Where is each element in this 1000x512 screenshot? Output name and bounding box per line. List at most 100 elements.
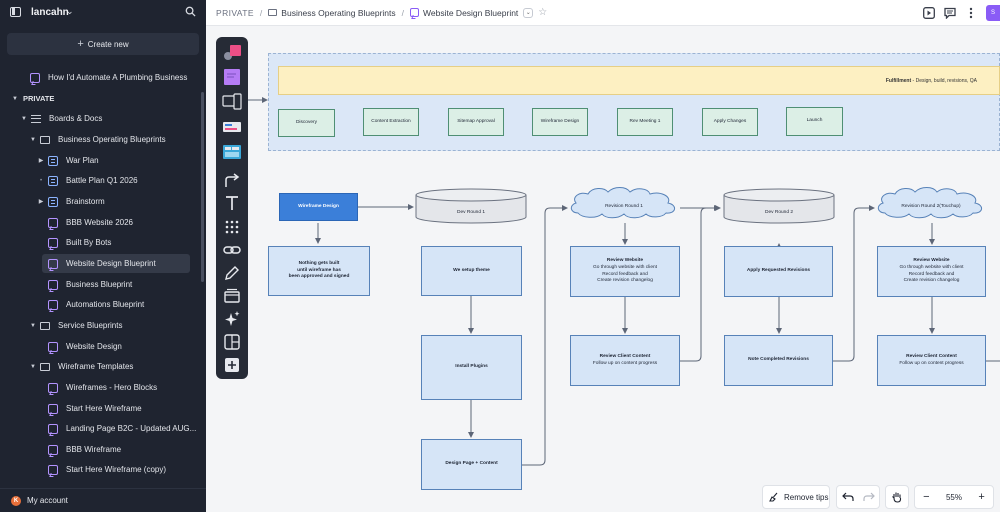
zoom-in-button[interactable]: +	[978, 491, 985, 503]
sidebar-item-built-by-bots[interactable]: Built By Bots	[48, 234, 111, 251]
sidebar-item-boards-docs[interactable]: ▼ Boards & Docs	[20, 110, 102, 127]
present-icon[interactable]	[923, 7, 935, 19]
phase-content-extraction[interactable]: Content Extraction	[363, 108, 419, 136]
comment-icon[interactable]	[944, 7, 956, 19]
node-label: Apply Changes	[713, 118, 747, 124]
sidebar-item-business-operating-blueprints[interactable]: ▼ Business Operating Blueprints	[29, 131, 166, 148]
sidebar-item-bbb-wireframe[interactable]: BBB Wireframe	[48, 441, 121, 458]
redo-icon[interactable]	[862, 492, 875, 502]
zoom-level[interactable]: 55%	[945, 492, 962, 502]
board-icon	[48, 423, 58, 434]
phase-wireframe-design[interactable]: Wireframe Design	[532, 108, 588, 136]
frame-icon[interactable]	[222, 287, 242, 305]
node-label: Wireframe Design	[540, 118, 580, 124]
sidebar-item-service-blueprints[interactable]: ▼ Service Blueprints	[29, 317, 122, 334]
sidebar-item-automations-blueprint[interactable]: Automations Blueprint	[48, 296, 144, 313]
node-line: Record feedback and	[908, 271, 955, 277]
caret-down-icon: ▼	[30, 136, 36, 143]
node-line: Go through website with client	[899, 264, 964, 270]
connector-arrow-icon[interactable]	[222, 171, 242, 189]
add-more-icon[interactable]	[222, 356, 242, 374]
chevron-down-icon[interactable]: ⌄	[523, 7, 534, 18]
device-frames-icon[interactable]	[222, 93, 242, 111]
sidebar-item-start-here-wireframe[interactable]: Start Here Wireframe	[48, 400, 142, 417]
sidebar-item-business-blueprint[interactable]: Business Blueprint	[48, 276, 132, 293]
account-button[interactable]: K My account	[0, 488, 206, 512]
node-we-setup-theme[interactable]: We setup theme	[421, 246, 522, 296]
whiteboard-canvas[interactable]: Fulfillment - Design, build, revisions, …	[206, 27, 1000, 512]
grid-dots-icon[interactable]	[222, 218, 242, 236]
node-dev-round-1[interactable]	[415, 188, 527, 224]
text-tool-icon[interactable]	[222, 194, 242, 212]
layout-icon[interactable]	[222, 333, 242, 351]
node-design-page-content[interactable]: Design Page + Content	[421, 439, 522, 490]
node-apply-requested-revisions[interactable]: Apply Requested Revisions	[724, 246, 833, 297]
breadcrumb-private[interactable]: PRIVATE	[216, 7, 254, 18]
ai-sparkle-icon[interactable]	[222, 310, 242, 328]
more-vertical-icon[interactable]	[965, 7, 977, 19]
workspace-name[interactable]: lancahn	[31, 7, 69, 18]
search-icon[interactable]	[185, 6, 196, 17]
sidebar-item-plumbing[interactable]: How I'd Automate A Plumbing Business	[30, 69, 187, 86]
phase-discovery[interactable]: Discovery	[278, 109, 335, 137]
sidebar-toggle-icon[interactable]	[10, 7, 21, 17]
chevron-down-icon[interactable]: ⌄	[66, 6, 74, 16]
node-install-plugins[interactable]: Install Plugins	[421, 335, 522, 400]
sidebar-item-brainstorm[interactable]: ▶ Brainstorm	[37, 193, 105, 210]
node-note-completed-revisions[interactable]: Note Completed Revisions	[724, 335, 833, 386]
node-line: Create revision changelog	[597, 278, 653, 284]
sidebar-item-war-plan[interactable]: ▶ War Plan	[37, 152, 99, 169]
hand-tool-button[interactable]	[885, 485, 909, 509]
sidebar-item-website-design[interactable]: Website Design	[48, 338, 122, 355]
sidebar-item-landing-page[interactable]: Landing Page B2C - Updated AUG...	[48, 420, 196, 437]
sidebar-item-wireframe-templates[interactable]: ▼ Wireframe Templates	[29, 358, 133, 375]
node-revision-round-2[interactable]	[875, 185, 987, 219]
breadcrumb-folder[interactable]: Business Operating Blueprints	[281, 7, 396, 18]
node-label: Sitemap Approval	[457, 118, 495, 124]
sidebar-scrollbar[interactable]	[201, 92, 204, 282]
board-icon	[48, 258, 58, 269]
sidebar-section-private[interactable]: ▼ PRIVATE	[11, 90, 54, 107]
zoom-out-button[interactable]: −	[923, 491, 930, 503]
phase-sitemap-approval[interactable]: Sitemap Approval	[448, 108, 504, 136]
sidebar: lancahn ⌄ + Create new How I'd Automate …	[0, 0, 206, 512]
avatar: K	[11, 495, 21, 506]
phase-apply-changes[interactable]: Apply Changes	[702, 108, 758, 136]
share-button[interactable]: S	[986, 5, 1000, 21]
sticky-note-icon[interactable]	[222, 68, 242, 86]
sidebar-item-start-here-wireframe-copy[interactable]: Start Here Wireframe (copy)	[48, 461, 166, 478]
remove-tips-button[interactable]: Remove tips	[762, 485, 830, 509]
breadcrumb-separator: /	[401, 7, 405, 18]
sidebar-item-bbb-website[interactable]: BBB Website 2026	[48, 214, 133, 231]
board-icon	[48, 217, 58, 228]
pen-icon[interactable]	[222, 264, 242, 282]
breadcrumb: PRIVATE / Business Operating Blueprints …	[216, 7, 547, 18]
sidebar-item-website-design-blueprint[interactable]: Website Design Blueprint	[42, 254, 190, 273]
templates-icon[interactable]	[222, 143, 242, 161]
breadcrumb-board[interactable]: Website Design Blueprint	[423, 7, 519, 18]
sidebar-item-label: PRIVATE	[23, 94, 55, 103]
create-new-button[interactable]: + Create new	[7, 33, 199, 55]
caret-down-icon: ▼	[21, 115, 27, 122]
link-icon[interactable]	[222, 241, 242, 259]
star-icon[interactable]: ☆	[538, 7, 548, 18]
cards-icon[interactable]	[222, 118, 242, 136]
sidebar-item-battle-plan[interactable]: • Battle Plan Q1 2026	[37, 172, 138, 189]
doc-icon	[48, 196, 58, 207]
sticky-stack-icon[interactable]	[222, 43, 242, 61]
node-line: Go through website with client	[593, 264, 657, 270]
sidebar-item-wireframes-hero[interactable]: Wireframes - Hero Blocks	[48, 379, 157, 396]
phase-rev-meeting-1[interactable]: Rev Meeting 1	[617, 108, 673, 136]
undo-icon[interactable]	[841, 492, 854, 502]
folder-icon	[40, 135, 50, 144]
node-revision-round-1[interactable]	[568, 185, 680, 219]
node-wireframe-design[interactable]: Wireframe Design	[279, 193, 358, 221]
caret-down-icon: ▼	[30, 322, 36, 329]
node-dev-round-2[interactable]	[723, 188, 835, 224]
phase-launch[interactable]: Launch	[786, 107, 843, 136]
